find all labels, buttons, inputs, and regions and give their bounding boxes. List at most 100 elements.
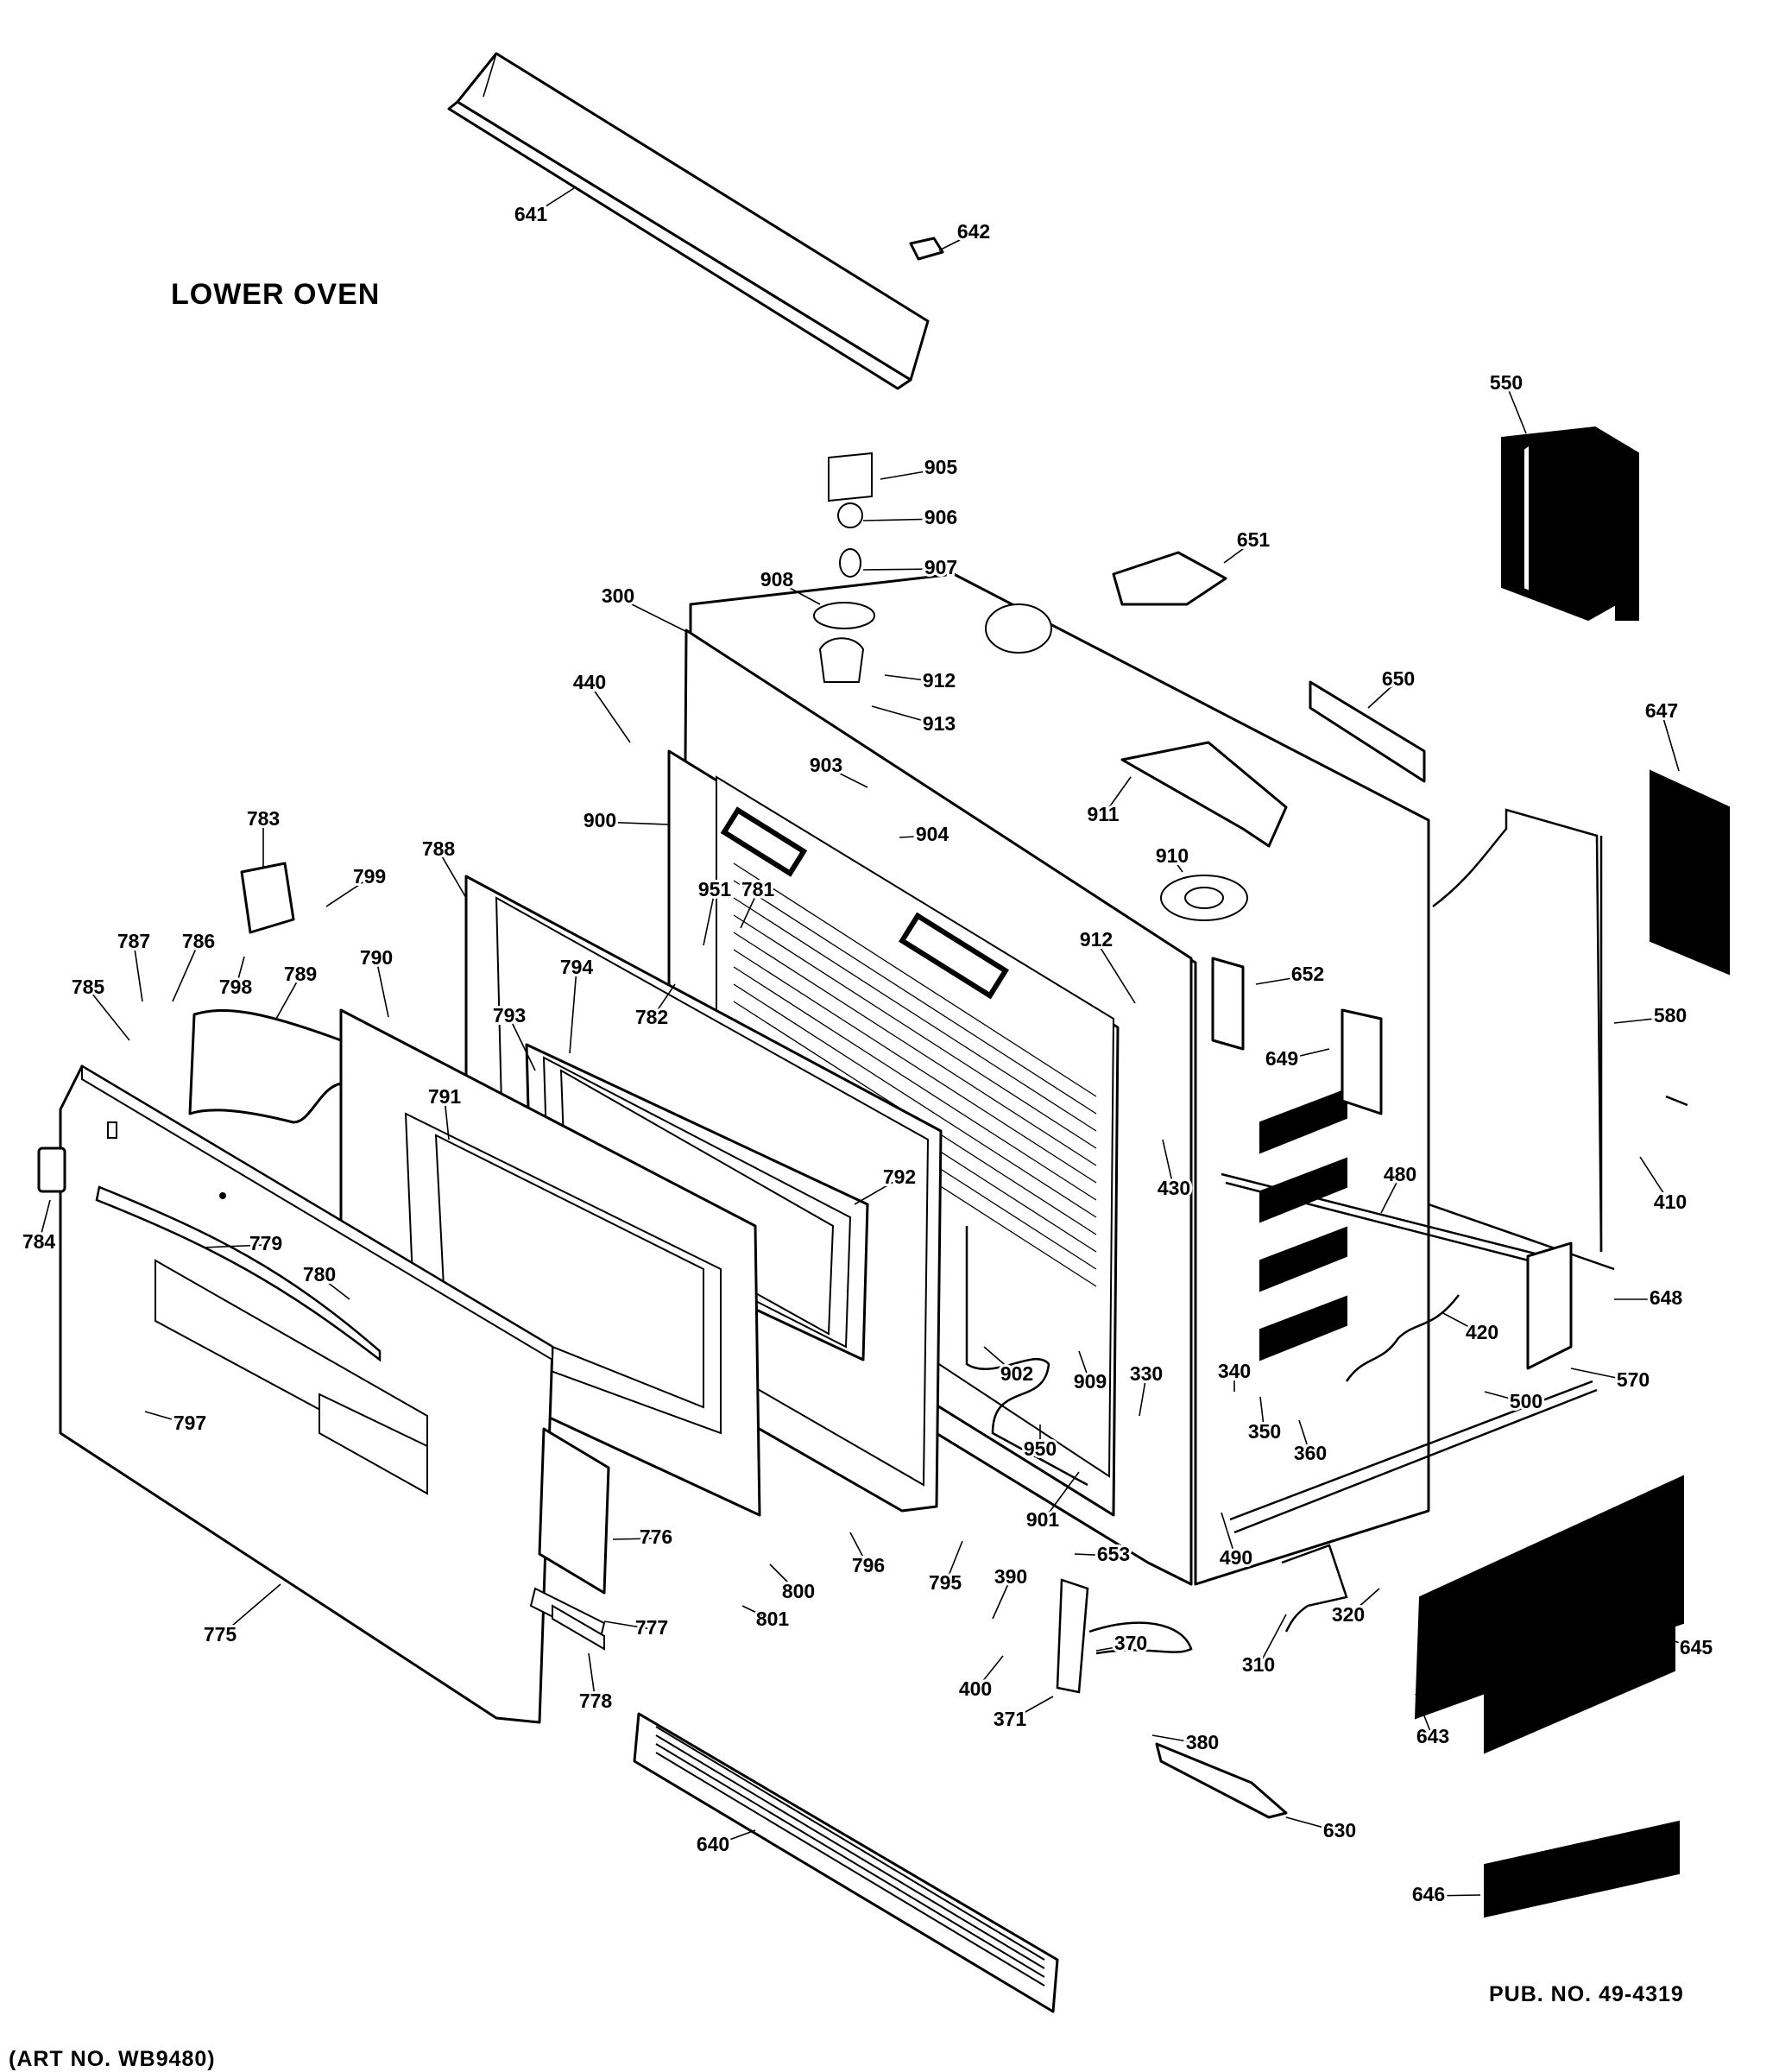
bracket-783 [240, 862, 295, 934]
leader-line-570 [1570, 1368, 1634, 1382]
callout-410: 410 [1654, 1191, 1687, 1213]
leader-line-653 [1074, 1553, 1114, 1557]
callout-371: 371 [994, 1708, 1027, 1730]
callout-785: 785 [72, 976, 105, 998]
leader-line-500 [1484, 1391, 1527, 1404]
leader-line-650 [1367, 679, 1399, 709]
callout-792: 792 [883, 1166, 916, 1188]
leader-line-777 [603, 1620, 653, 1630]
callout-801: 801 [756, 1608, 790, 1630]
diagram-title: LOWER OVEN [171, 278, 380, 311]
callout-630: 630 [1323, 1819, 1356, 1841]
leader-line-420 [1441, 1311, 1483, 1335]
leader-line-778 [588, 1652, 596, 1703]
callout-906: 906 [924, 506, 957, 528]
publication-number: PUB. NO. 49-4319 [1489, 1982, 1684, 2006]
callout-800: 800 [782, 1580, 815, 1602]
callout-310: 310 [1242, 1653, 1275, 1676]
hinge-652 [1211, 957, 1245, 1051]
leader-line-903 [825, 766, 868, 788]
callout-643: 643 [1416, 1725, 1449, 1747]
rod-500 [1229, 1380, 1598, 1534]
callout-570: 570 [1617, 1368, 1650, 1391]
leader-line-788 [438, 850, 467, 899]
leader-line-907 [862, 568, 942, 571]
leader-line-550 [1505, 383, 1527, 434]
leader-line-900 [599, 821, 670, 825]
leader-line-798 [235, 956, 245, 989]
callout-902: 902 [1000, 1362, 1033, 1385]
callout-380: 380 [1186, 1731, 1219, 1753]
callout-793: 793 [493, 1004, 526, 1027]
callout-901: 901 [1026, 1508, 1060, 1531]
callout-647: 647 [1645, 699, 1678, 722]
callout-913: 913 [923, 712, 956, 735]
plate-784 [37, 1147, 66, 1193]
leader-line-645 [1648, 1631, 1697, 1650]
leader-line-799 [325, 877, 370, 907]
callout-440: 440 [573, 671, 606, 693]
leader-line-651 [1223, 540, 1254, 564]
callout-430: 430 [1158, 1177, 1190, 1199]
clip-642 [909, 237, 944, 261]
callout-330: 330 [1130, 1362, 1163, 1385]
leader-line-380 [1151, 1734, 1203, 1745]
callout-642: 642 [957, 220, 990, 243]
leader-line-643 [1415, 1693, 1434, 1739]
callout-912a: 912 [923, 669, 956, 692]
callout-907: 907 [924, 556, 957, 578]
callout-labels: 6416425509059069076519083009129136504406… [20, 200, 1716, 1908]
strip-649 [1341, 1008, 1383, 1115]
callout-786: 786 [182, 930, 215, 952]
leader-line-780 [319, 1275, 350, 1300]
callout-500: 500 [1510, 1390, 1542, 1412]
leader-line-906 [862, 518, 942, 521]
callout-490: 490 [1220, 1546, 1252, 1569]
leader-line-912a [884, 674, 940, 683]
leader-line-951 [703, 890, 716, 946]
callout-leaders [38, 187, 1697, 1897]
leader-line-776 [612, 1538, 657, 1540]
callout-905: 905 [924, 456, 958, 478]
callout-799: 799 [353, 865, 386, 888]
panel-550 [1501, 426, 1639, 622]
callout-784: 784 [22, 1230, 56, 1253]
vent-grille-640 [633, 1712, 1059, 2013]
leader-line-801 [741, 1605, 773, 1621]
leader-line-642 [938, 232, 975, 251]
callout-550: 550 [1490, 371, 1523, 394]
leader-line-630 [1285, 1816, 1341, 1833]
leader-line-791 [444, 1097, 450, 1140]
callout-648: 648 [1650, 1286, 1683, 1309]
callout-400: 400 [959, 1677, 992, 1700]
leader-line-794 [569, 968, 577, 1054]
panel-911 [1120, 741, 1288, 848]
leader-line-784 [38, 1199, 51, 1244]
leader-line-647 [1661, 711, 1680, 772]
leader-line-490 [1221, 1512, 1237, 1560]
callout-783: 783 [247, 807, 280, 830]
callout-777: 777 [635, 1616, 668, 1639]
window-776 [538, 1427, 610, 1595]
leader-line-775 [219, 1583, 281, 1637]
callout-778: 778 [579, 1690, 613, 1712]
callout-795: 795 [929, 1571, 962, 1594]
callout-645: 645 [1680, 1636, 1713, 1658]
leader-line-440 [589, 683, 631, 743]
leader-line-640 [712, 1829, 756, 1847]
light-assembly [813, 452, 875, 683]
bracket-570 [1526, 1241, 1573, 1370]
art-number: (ART NO. WB9480) [9, 2047, 216, 2071]
callout-904: 904 [916, 823, 949, 845]
leader-line-580 [1613, 1016, 1671, 1024]
callout-649: 649 [1265, 1047, 1298, 1070]
leader-line-652 [1255, 975, 1309, 985]
callout-420: 420 [1466, 1321, 1498, 1343]
leader-line-370 [1095, 1644, 1132, 1652]
callout-782: 782 [635, 1006, 668, 1028]
leader-line-779 [202, 1244, 267, 1248]
callout-911: 911 [1087, 803, 1119, 825]
spring-420 [1345, 1294, 1460, 1382]
callout-950: 950 [1024, 1437, 1057, 1460]
callout-653: 653 [1097, 1543, 1130, 1565]
